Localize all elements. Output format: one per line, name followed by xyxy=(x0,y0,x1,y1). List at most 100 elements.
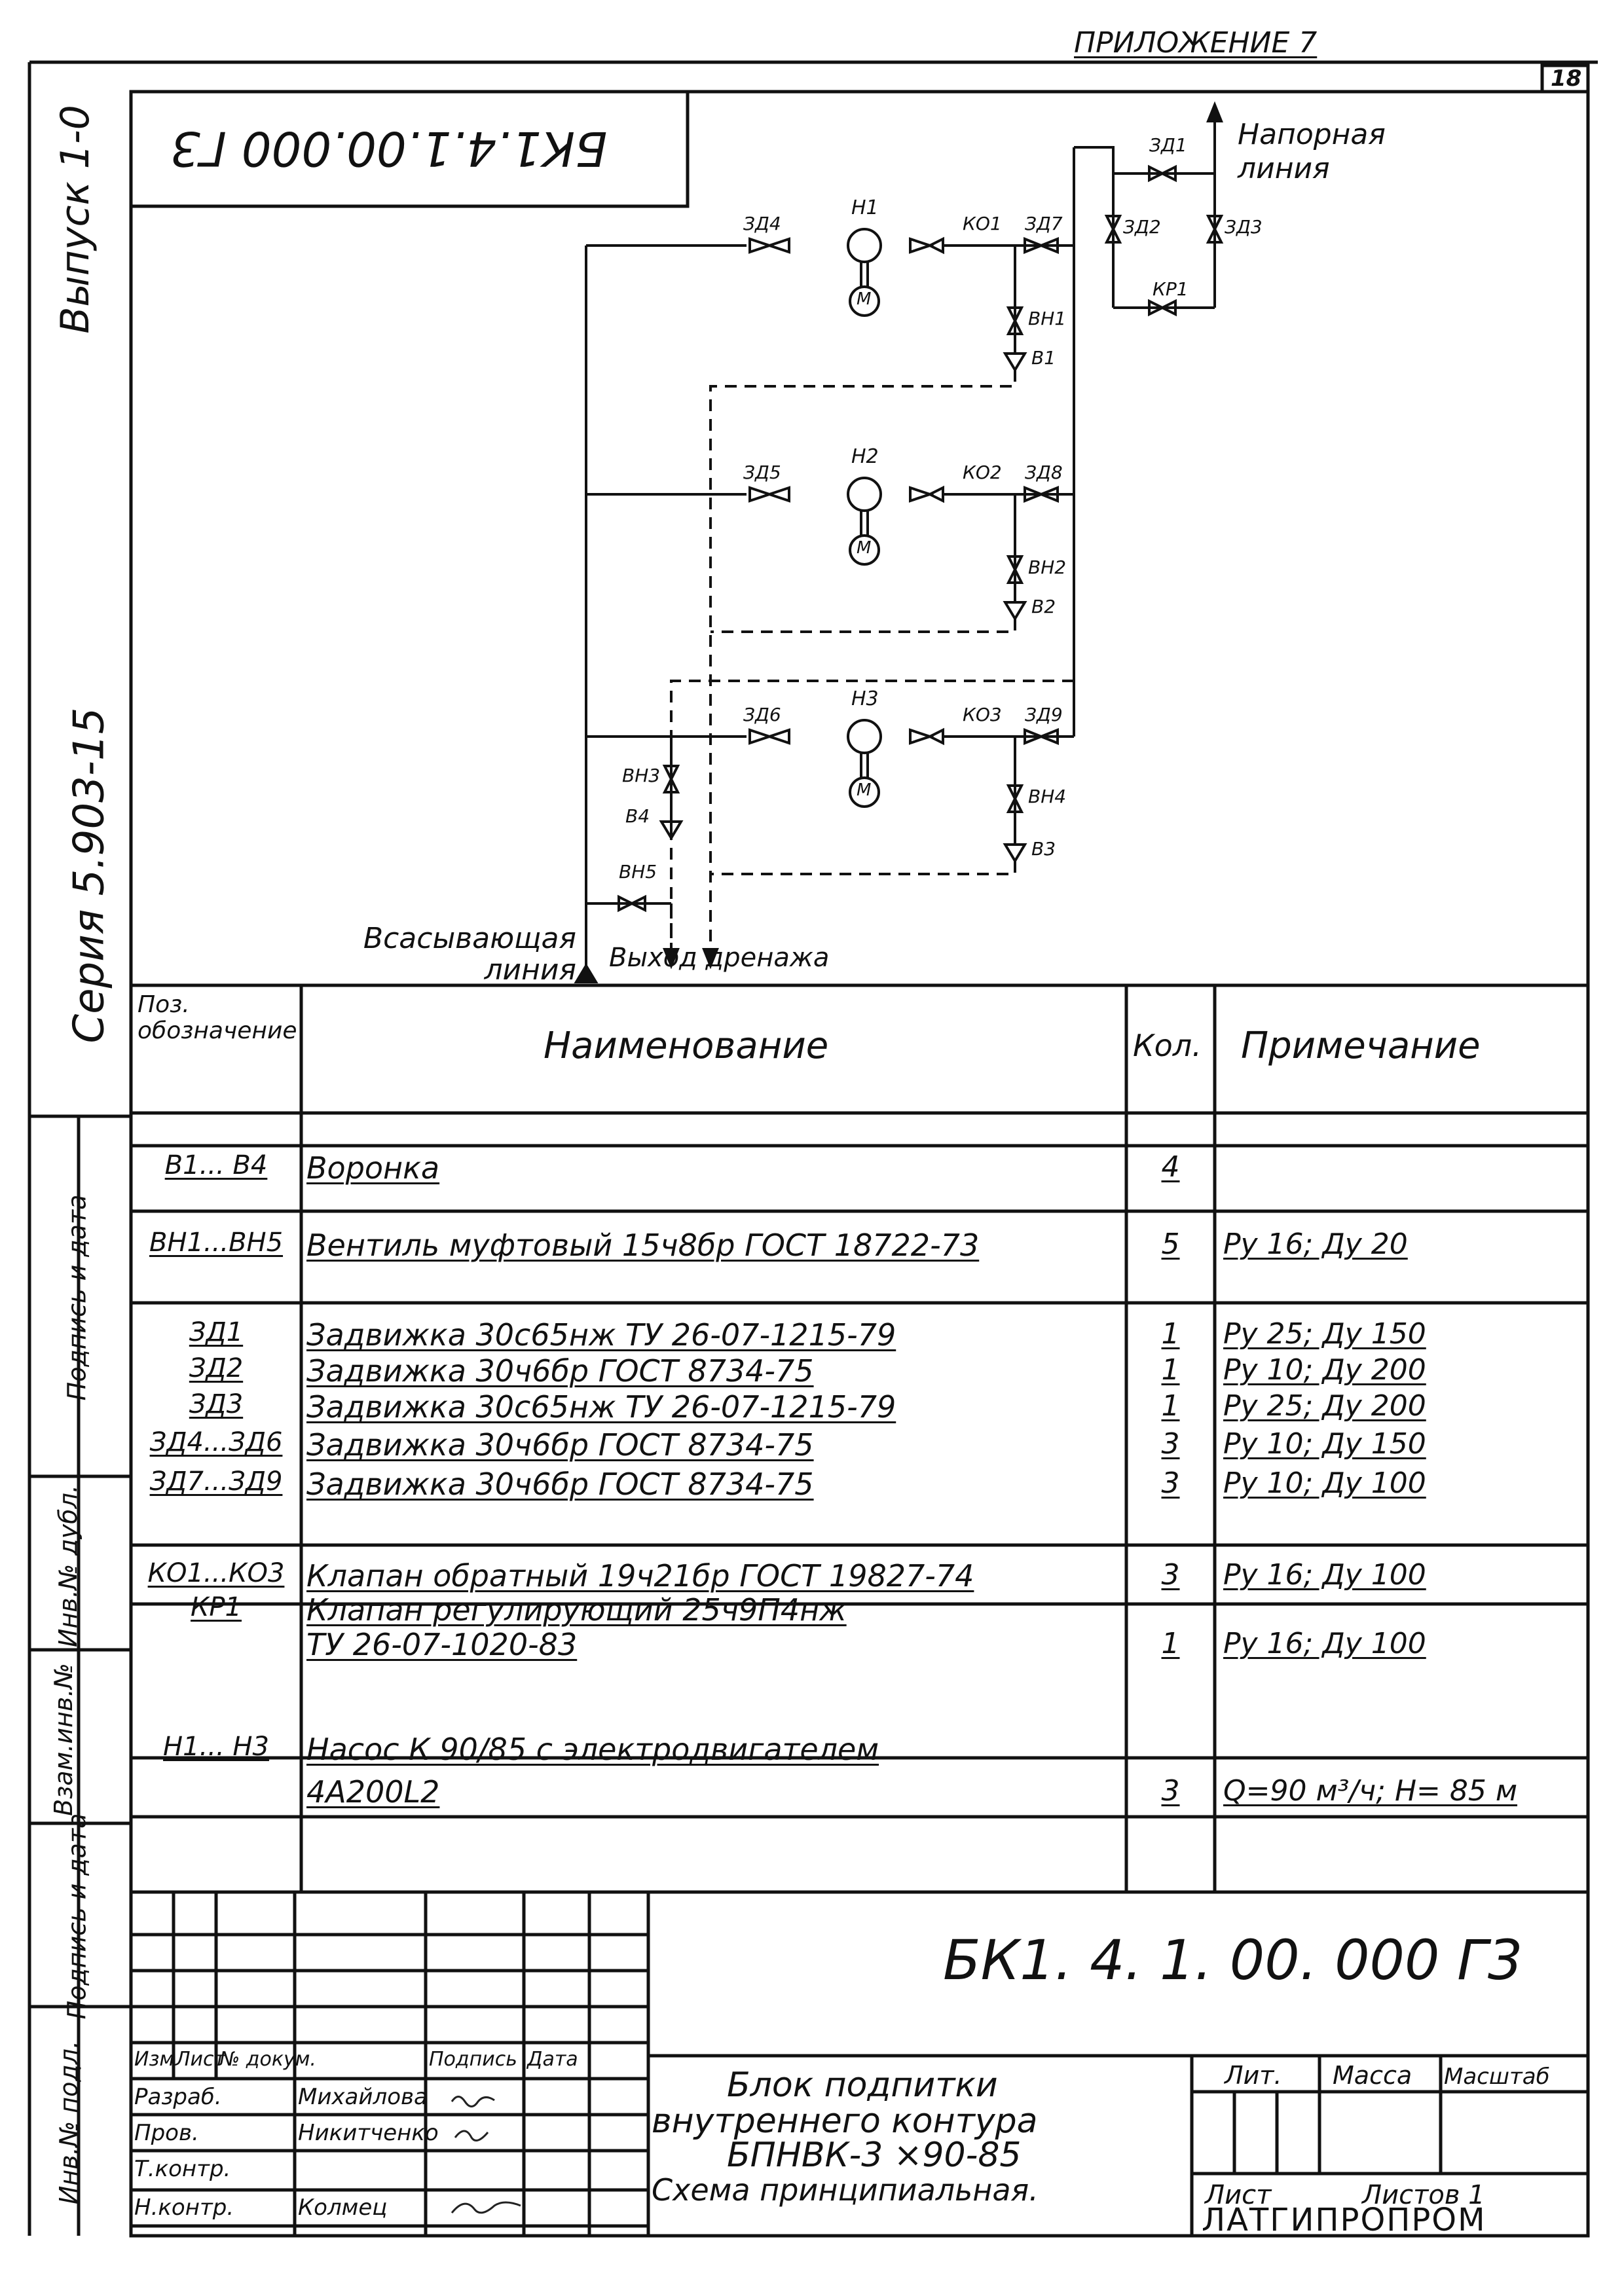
spec-qty: 3 xyxy=(1161,1467,1180,1500)
pump-label: Н1 xyxy=(851,196,879,219)
spec-qty: 4 xyxy=(1161,1150,1180,1184)
spec-name: Клапан обратный 19ч21бр ГОСТ 19827-74 xyxy=(306,1558,974,1594)
spec-qty: 5 xyxy=(1161,1228,1180,1261)
vent-label: ВН1 xyxy=(1028,308,1067,329)
col-header-name: Наименование xyxy=(544,1025,829,1067)
spec-pos: ЗД7...ЗД9 xyxy=(149,1467,283,1497)
spec-pos: ЗД1 xyxy=(189,1317,244,1347)
spec-name: Насос К 90/85 с электродвигателем xyxy=(306,1732,879,1767)
spec-note: Ру 10; Ду 200 xyxy=(1223,1353,1426,1387)
sheet-label: Лист xyxy=(1205,2180,1272,2210)
spec-note: Ру 16; Ду 100 xyxy=(1223,1558,1426,1592)
spec-note: Ру 25; Ду 200 xyxy=(1223,1389,1426,1423)
title-line-1: Блок подпитки xyxy=(727,2066,998,2105)
valve-label: ЗД8 xyxy=(1025,462,1063,483)
valve-label: ЗД3 xyxy=(1225,216,1263,238)
col-header-pos: Поз. обозначение xyxy=(138,991,297,1044)
name-developer: Михайлова xyxy=(298,2084,428,2110)
spec-pos: КР1 xyxy=(191,1592,242,1622)
spec-note: Ру 25; Ду 150 xyxy=(1223,1317,1426,1351)
valve-label: ЗД4 xyxy=(743,213,781,234)
pressure-line-label: Напорная линия xyxy=(1238,118,1386,185)
col-date: Дата xyxy=(527,2048,578,2071)
role-tcontrol: Т.контр. xyxy=(134,2156,231,2182)
col-header-qty: Кол. xyxy=(1133,1028,1202,1063)
valve-label: ЗД9 xyxy=(1025,704,1063,725)
spec-pos: ВН1...ВН5 xyxy=(149,1228,284,1258)
vent-label: ВН2 xyxy=(1028,556,1067,578)
spec-name: Задвижка 30ч6бр ГОСТ 8734-75 xyxy=(306,1353,814,1389)
funnel-label: В3 xyxy=(1031,838,1056,860)
mass-label: Масса xyxy=(1333,2061,1412,2090)
spec-name: ТУ 26-07-1020-83 xyxy=(306,1627,578,1662)
spec-name: 4А200L2 xyxy=(306,1774,440,1810)
spec-pos: КО1...КО3 xyxy=(147,1558,285,1588)
spec-note: Q=90 м³/ч; Н= 85 м xyxy=(1223,1774,1518,1808)
spec-note: Ру 16; Ду 20 xyxy=(1223,1228,1408,1261)
spec-name: Вентиль муфтовый 15ч8бр ГОСТ 18722-73 xyxy=(306,1228,980,1263)
motor-label: М xyxy=(857,538,872,558)
title-line-3: БПНВК-3 ×90-85 xyxy=(727,2136,1022,2175)
suction-line-label: Всасывающая линия xyxy=(363,922,576,987)
organization-name: ЛАТГИПРОПРОМ xyxy=(1202,2202,1486,2238)
spec-pos: ЗД2 xyxy=(189,1353,244,1383)
stamp-field-3: Взам.инв.№ xyxy=(48,1663,78,1816)
valve-label: ЗД5 xyxy=(743,462,781,483)
valve-label: ЗД2 xyxy=(1123,216,1161,238)
spec-note: Ру 10; Ду 150 xyxy=(1223,1427,1426,1461)
spec-name: Задвижка 30с65нж ТУ 26-07-1215-79 xyxy=(306,1317,896,1353)
title-block-code: БК1. 4. 1. 00. 000 Г3 xyxy=(943,1928,1523,1992)
spec-qty: 1 xyxy=(1161,1627,1180,1660)
col-sign: Подпись xyxy=(429,2048,517,2071)
spec-name: Задвижка 30ч6бр ГОСТ 8734-75 xyxy=(306,1467,814,1502)
page-number: 18 xyxy=(1551,65,1582,92)
spec-pos: В1... В4 xyxy=(164,1150,268,1180)
funnel-label: В2 xyxy=(1031,596,1056,617)
valve-label: ЗД6 xyxy=(743,704,781,725)
spec-note: Ру 16; Ду 100 xyxy=(1223,1627,1426,1660)
spec-name: Задвижка 30ч6бр ГОСТ 8734-75 xyxy=(306,1427,814,1463)
scheme-diagram xyxy=(574,101,1224,983)
control-valve-label: КР1 xyxy=(1153,278,1189,300)
appendix-label: ПРИЛОЖЕНИЕ 7 xyxy=(1074,26,1318,60)
scale-label: Масштаб xyxy=(1444,2064,1550,2090)
series-label: Серия 5.903-15 xyxy=(65,707,114,1044)
name-ncontrol: Колмец xyxy=(298,2195,388,2221)
valve-label: ЗД1 xyxy=(1149,134,1187,156)
signature-marks xyxy=(451,2096,521,2214)
funnel-label: В1 xyxy=(1031,347,1056,369)
check-valve-label: КО1 xyxy=(963,213,1002,234)
stamp-field-5: Инв.№ подл. xyxy=(54,2040,84,2205)
spec-pos: ЗД4...ЗД6 xyxy=(149,1427,283,1457)
spec-note: Ру 10; Ду 100 xyxy=(1223,1467,1426,1500)
sheets-label: Листов 1 xyxy=(1362,2180,1485,2210)
stamp-field-4: Подпись и дата xyxy=(62,1813,92,2020)
stamp-field-2: Инв.№ дубл. xyxy=(53,1485,83,1647)
motor-label: М xyxy=(857,780,872,800)
stamp-field-1: Подпись и дата xyxy=(62,1194,92,1401)
col-header-note: Примечание xyxy=(1241,1025,1481,1067)
check-valve-label: КО2 xyxy=(963,462,1002,483)
spec-name: Воронка xyxy=(306,1150,440,1186)
spec-pos: ЗД3 xyxy=(189,1389,244,1419)
pump-label: Н2 xyxy=(851,445,879,468)
spec-qty: 3 xyxy=(1161,1558,1180,1592)
spec-qty: 1 xyxy=(1161,1317,1180,1351)
col-list: Лист xyxy=(175,2048,226,2071)
vent-label: ВН4 xyxy=(1028,786,1067,807)
role-checker: Пров. xyxy=(134,2120,199,2146)
col-izm: Изм xyxy=(134,2048,175,2071)
title-line-2: внутреннего контура xyxy=(652,2102,1038,2141)
drawing-code-rotated: БК1.4.1.00.000 Г3 xyxy=(170,121,608,176)
check-valve-label: КО3 xyxy=(963,704,1002,725)
funnel-label: В4 xyxy=(625,805,650,827)
col-doc: № докум. xyxy=(219,2048,316,2071)
spec-qty: 3 xyxy=(1161,1774,1180,1808)
vent-label: ВН5 xyxy=(619,861,657,883)
issue-label: Выпуск 1-0 xyxy=(52,105,98,334)
role-developer: Разраб. xyxy=(134,2084,222,2110)
lit-label: Лит. xyxy=(1225,2061,1282,2090)
spec-qty: 1 xyxy=(1161,1389,1180,1423)
spec-pos: Н1... Н3 xyxy=(163,1732,269,1762)
